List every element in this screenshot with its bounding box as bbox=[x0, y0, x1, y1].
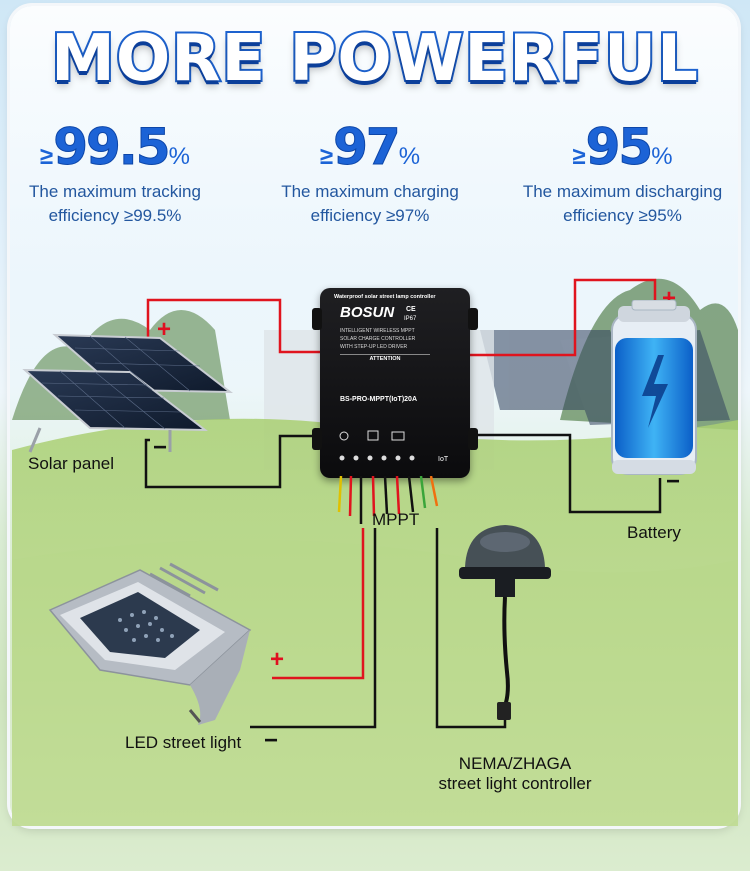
stat-value: 99.5 bbox=[53, 118, 171, 177]
battery-minus-sign: − bbox=[666, 468, 681, 495]
stat-line2: efficiency ≥95% bbox=[563, 206, 682, 225]
controller-iot: IoT bbox=[438, 456, 449, 463]
mppt-controller: Waterproof solar street lamp controller … bbox=[312, 288, 478, 478]
stat-line2: efficiency ≥99.5% bbox=[48, 206, 182, 225]
stat-tracking: ≥99.5% The maximum tracking efficiency ≥9… bbox=[10, 118, 220, 228]
stat-description: The maximum tracking efficiency ≥99.5% bbox=[10, 180, 220, 228]
controller-terminal-icons bbox=[339, 430, 415, 461]
stat-charging: ≥97% The maximum charging efficiency ≥97% bbox=[265, 118, 475, 228]
battery-label: Battery bbox=[627, 523, 681, 542]
stat-prefix: ≥ bbox=[40, 143, 54, 170]
led-street-light-label: LED street light bbox=[125, 733, 242, 752]
controller-cert: CE bbox=[406, 306, 416, 313]
solar-panel-label: Solar panel bbox=[28, 454, 115, 473]
stat-discharging: ≥95% The maximum discharging efficiency ≥… bbox=[505, 118, 740, 228]
mppt-label: MPPT bbox=[372, 510, 420, 529]
page-title: MORE POWERFUL bbox=[49, 20, 700, 98]
mount-ear bbox=[468, 428, 478, 450]
controller-attention: ATTENTION bbox=[340, 354, 430, 362]
nema-label-line1: NEMA/ZHAGA bbox=[458, 754, 572, 773]
stat-prefix: ≥ bbox=[319, 143, 334, 170]
stat-line2: efficiency ≥97% bbox=[310, 206, 430, 225]
nema-label-line2: street light controller bbox=[438, 774, 592, 793]
stat-value: 97 bbox=[333, 118, 402, 177]
stat-unit: % bbox=[398, 143, 421, 170]
stat-unit: % bbox=[168, 143, 190, 170]
controller-model: BS-PRO-MPPT(IoT)20A bbox=[340, 396, 417, 403]
battery-positive-wire bbox=[465, 278, 657, 357]
led-negative-wire bbox=[250, 528, 377, 729]
controller-ip-rating: IP67 bbox=[404, 316, 417, 322]
stat-line1: The maximum discharging bbox=[522, 182, 723, 201]
mount-ear bbox=[312, 308, 322, 330]
controller-line-1: INTELLIGENT WIRELESS MPPT bbox=[340, 328, 415, 334]
stat-unit: % bbox=[651, 143, 673, 170]
solar-negative-wire bbox=[144, 434, 322, 489]
led-street-light-image bbox=[48, 562, 252, 725]
controller-top-text: Waterproof solar street lamp controller bbox=[334, 294, 436, 300]
controller-brand: BOSUN bbox=[340, 304, 395, 321]
led-plus-sign: + bbox=[270, 646, 285, 673]
nema-controller-image bbox=[459, 525, 551, 720]
stat-line1: The maximum charging bbox=[281, 182, 459, 201]
stat-description: The maximum discharging efficiency ≥95% bbox=[505, 180, 740, 228]
controller-line-3: WITH STEP-UP LED DRIVER bbox=[340, 344, 408, 350]
stat-description: The maximum charging efficiency ≥97% bbox=[265, 180, 475, 228]
led-positive-wire bbox=[272, 528, 365, 680]
stat-prefix: ≥ bbox=[572, 143, 586, 170]
mount-ear bbox=[468, 308, 478, 330]
nema-wire bbox=[435, 528, 507, 729]
stat-line1: The maximum tracking bbox=[29, 182, 201, 201]
solar-minus-sign: − bbox=[153, 434, 168, 461]
solar-panel-image bbox=[22, 333, 234, 453]
solar-positive-wire bbox=[146, 298, 322, 354]
solar-plus-sign: + bbox=[157, 316, 172, 343]
controller-line-2: SOLAR CHARGE CONTROLLER bbox=[340, 336, 416, 342]
stat-value: 95 bbox=[585, 118, 654, 177]
led-minus-sign: − bbox=[264, 727, 279, 754]
mount-ear bbox=[312, 428, 322, 450]
nema-controller-label: NEMA/ZHAGA street light controller bbox=[430, 754, 600, 794]
battery-negative-wire bbox=[465, 433, 662, 514]
battery-image bbox=[611, 300, 697, 475]
controller-leads bbox=[337, 476, 439, 524]
